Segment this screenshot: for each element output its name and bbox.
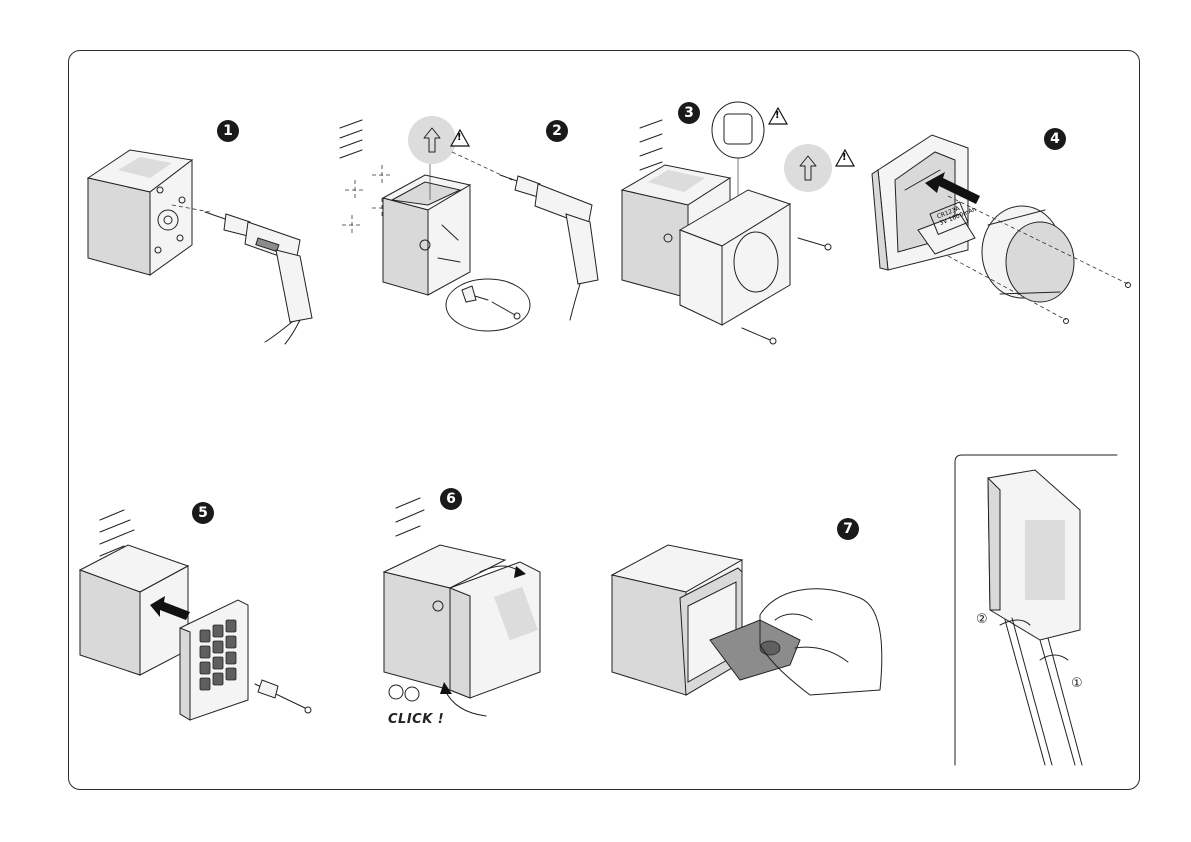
step5-key <box>226 636 236 648</box>
step5-illustration <box>80 510 311 720</box>
step4-housing <box>872 135 968 270</box>
step1-housing <box>88 150 192 275</box>
step6-wall-hatch <box>396 498 424 536</box>
step-badge-1: 1 <box>217 120 239 142</box>
inset-cover-removal <box>955 455 1117 765</box>
step-badge-7: 7 <box>837 518 859 540</box>
step5-key <box>213 673 223 685</box>
step2-orientation-bubble <box>408 116 456 164</box>
step-badge-6: 6 <box>440 488 462 510</box>
step5-key <box>213 625 223 637</box>
inset-marker-2: ② <box>976 612 988 627</box>
step-badge-5: 5 <box>192 502 214 524</box>
step2-open-housing <box>383 175 470 295</box>
step5-key <box>226 668 236 680</box>
step5-key <box>200 678 210 690</box>
step6-click-icon <box>389 685 419 701</box>
step7-illustration <box>612 545 882 695</box>
step2-wall-hatch <box>340 120 362 158</box>
step4-screw-b <box>1064 319 1069 324</box>
step3-illustration <box>622 102 854 344</box>
step5-key <box>200 646 210 658</box>
step4-cover <box>982 206 1074 302</box>
step5-key <box>226 620 236 632</box>
step6-illustration <box>384 498 540 716</box>
step1-drill <box>205 212 312 344</box>
step1-illustration <box>88 150 312 344</box>
step5-screw <box>255 680 311 713</box>
step3-orientation-warning-mark: ! <box>842 152 847 163</box>
step3-wall-hatch <box>640 120 662 170</box>
step2-screw-detail <box>446 279 530 331</box>
step5-key <box>213 641 223 653</box>
inset-screwdrivers <box>1005 618 1082 765</box>
step4-illustration <box>872 135 1131 324</box>
step5-key <box>213 657 223 669</box>
step-badge-2: 2 <box>546 120 568 142</box>
step5-key <box>200 630 210 642</box>
step5-key <box>200 662 210 674</box>
step3-warning-mark: ! <box>775 110 780 121</box>
step2-illustration <box>340 116 598 331</box>
step6-click-text: CLICK ! <box>388 712 444 727</box>
inset-cover <box>988 470 1080 640</box>
step2-drill <box>500 175 598 320</box>
step-badge-4: 4 <box>1044 128 1066 150</box>
step-badge-3: 3 <box>678 102 700 124</box>
step4-screw-a <box>1126 283 1131 288</box>
step5-key <box>226 652 236 664</box>
step2-warning-mark: ! <box>457 132 462 143</box>
inset-marker-1: ① <box>1071 676 1083 691</box>
